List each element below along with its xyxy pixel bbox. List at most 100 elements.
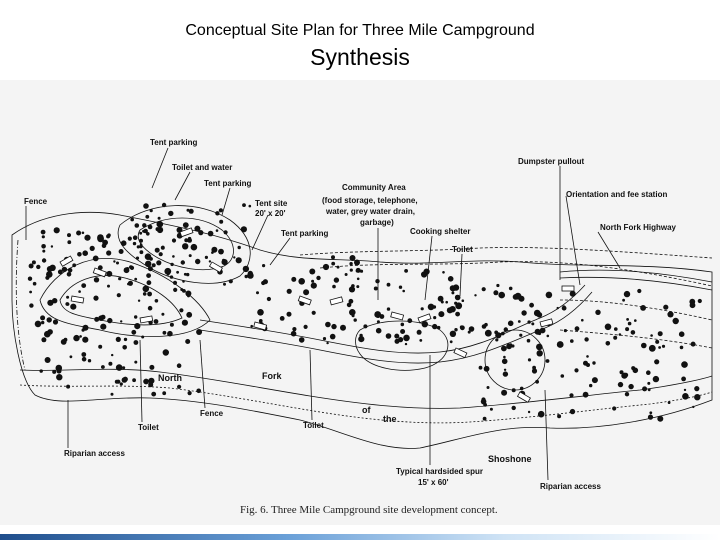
contour-line bbox=[299, 247, 713, 259]
tree-dot bbox=[123, 337, 128, 342]
tree-dot bbox=[146, 232, 150, 236]
river-bank-line bbox=[19, 368, 713, 409]
tree-dot bbox=[145, 214, 150, 219]
tree-dot bbox=[52, 369, 57, 374]
tree-dot bbox=[455, 311, 460, 317]
tree-dot bbox=[340, 324, 346, 331]
tree-dot bbox=[407, 318, 413, 324]
tree-dot bbox=[134, 277, 138, 281]
tree-dot bbox=[50, 245, 54, 248]
tree-dot bbox=[501, 389, 508, 396]
tree-dot bbox=[507, 320, 514, 327]
tree-dot bbox=[511, 388, 516, 393]
tree-dot bbox=[45, 275, 50, 280]
tree-dot bbox=[180, 288, 184, 292]
tree-dot bbox=[349, 268, 353, 272]
tree-dot bbox=[64, 267, 67, 271]
tree-dot bbox=[404, 342, 408, 346]
tree-dot bbox=[529, 302, 534, 308]
tree-dot bbox=[145, 260, 152, 267]
tree-dot bbox=[442, 271, 445, 274]
tree-dot bbox=[89, 245, 95, 251]
tree-dot bbox=[496, 283, 500, 288]
tree-dot bbox=[154, 299, 159, 303]
tree-dot bbox=[39, 369, 43, 373]
campsite-spur bbox=[561, 285, 575, 292]
tree-dot bbox=[454, 328, 458, 332]
tree-dot bbox=[34, 320, 42, 328]
tree-dot bbox=[177, 384, 182, 389]
tree-dot bbox=[386, 307, 391, 311]
label-hardsided-spur-size: 15' x 60' bbox=[418, 478, 449, 487]
tree-dot bbox=[582, 391, 589, 398]
tree-dot bbox=[78, 290, 81, 293]
label-toilet: Toilet bbox=[138, 423, 159, 432]
tree-dot bbox=[416, 329, 422, 335]
tree-dot bbox=[483, 365, 490, 372]
tree-dot bbox=[325, 321, 331, 328]
tree-dot bbox=[77, 252, 82, 257]
tree-dot bbox=[41, 235, 45, 239]
tree-dot bbox=[290, 330, 297, 337]
tree-dot bbox=[132, 378, 137, 383]
tree-dot bbox=[386, 282, 391, 287]
tree-dot bbox=[196, 388, 201, 394]
label-river-of: of bbox=[362, 405, 371, 415]
tree-dot bbox=[162, 330, 167, 335]
label-dumpster-pullout: Dumpster pullout bbox=[518, 157, 585, 166]
tree-dot bbox=[346, 302, 352, 308]
tree-dot bbox=[208, 260, 212, 263]
tree-dot bbox=[187, 294, 190, 298]
tree-dot bbox=[437, 295, 444, 302]
tree-dot bbox=[521, 310, 527, 316]
tree-dot bbox=[156, 226, 164, 234]
river-bank-line-2 bbox=[19, 384, 713, 424]
tree-dot bbox=[519, 333, 523, 337]
tree-dot bbox=[332, 284, 336, 289]
tree-dot bbox=[526, 338, 531, 343]
campsite-spur bbox=[208, 261, 223, 273]
tree-dot bbox=[584, 337, 589, 342]
tree-dot bbox=[211, 251, 214, 254]
tree-dot bbox=[196, 329, 203, 335]
label-toilet: Toilet bbox=[303, 421, 324, 430]
tree-dot bbox=[44, 357, 51, 363]
tree-dot bbox=[137, 299, 141, 302]
tree-dot bbox=[557, 414, 562, 419]
tree-dot bbox=[81, 231, 85, 235]
tree-dot bbox=[618, 333, 622, 336]
tree-dot bbox=[135, 256, 140, 260]
campsite-spur bbox=[59, 255, 74, 267]
tree-dot bbox=[455, 302, 463, 310]
tree-dot bbox=[646, 370, 651, 376]
tree-dot bbox=[133, 340, 139, 345]
campsite-spur bbox=[539, 318, 554, 328]
tree-dot bbox=[215, 229, 219, 232]
tree-dot bbox=[52, 319, 59, 325]
tree-dot bbox=[569, 290, 576, 297]
tree-dot bbox=[539, 327, 546, 334]
label-river-north: North bbox=[158, 373, 182, 383]
tree-dot bbox=[41, 337, 47, 343]
tree-dot bbox=[256, 291, 259, 295]
tree-dot bbox=[449, 306, 456, 313]
slide-title: Conceptual Site Plan for Three Mile Camp… bbox=[185, 22, 535, 39]
label-orientation-fee-station: Orientation and fee station bbox=[566, 190, 667, 199]
tree-dot bbox=[398, 285, 403, 289]
tree-dot bbox=[111, 353, 114, 357]
tree-dot bbox=[53, 227, 60, 234]
tent-loop-inner bbox=[137, 217, 234, 271]
tree-dot bbox=[115, 336, 121, 342]
tree-dot bbox=[187, 238, 193, 243]
label-river-fork: Fork bbox=[262, 371, 282, 381]
tree-dot bbox=[631, 366, 636, 371]
tree-dot bbox=[147, 291, 153, 297]
tree-dot bbox=[419, 339, 423, 342]
tree-dot bbox=[218, 208, 223, 213]
tree-dot bbox=[348, 286, 356, 293]
tree-dot bbox=[171, 238, 177, 243]
label-tent-parking: Tent parking bbox=[281, 229, 329, 238]
tree-dot bbox=[122, 345, 127, 350]
tree-dot bbox=[586, 363, 590, 367]
campsite-spur bbox=[253, 321, 268, 331]
